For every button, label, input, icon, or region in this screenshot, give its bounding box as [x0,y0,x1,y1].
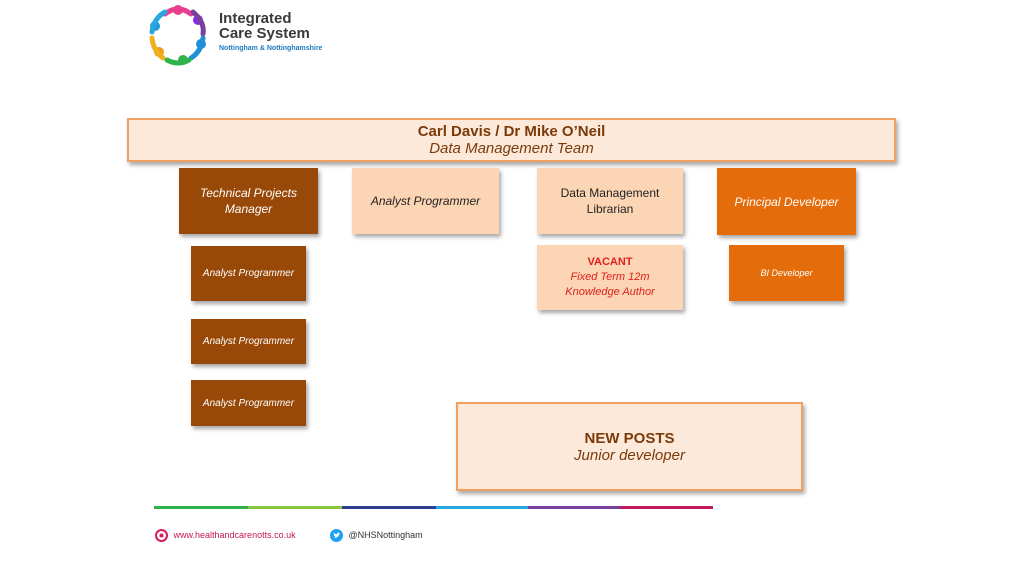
analyst-programmer-2-box: Analyst Programmer [191,319,306,364]
analyst-programmer-2-label: Analyst Programmer [202,336,295,347]
analyst-programmer-3-label: Analyst Programmer [202,397,295,409]
tpm-box: Technical Projects Manager [179,168,318,234]
footer-line-navy [342,506,436,509]
logo-line-2: Care System [219,25,310,42]
footer-line-green [154,506,248,509]
dm-librarian-box: Data Management Librarian [537,168,683,234]
ics-logo-mark-icon [149,5,206,66]
analyst-programmer-label: Analyst Programmer [370,194,481,208]
footer-twitter-text[interactable]: @NHSNottingham [348,529,423,540]
vacant-role: Knowledge Author [565,286,655,298]
new-posts-box: NEW POSTS Junior developer [456,402,803,491]
footer-twitter[interactable]: @NHSNottingham [330,529,423,542]
footer-website[interactable]: www.healthandcarenotts.co.uk [155,529,296,542]
footer-line-purple [528,506,620,509]
logo-line-3: Nottingham & Nottinghamshire [219,45,323,52]
new-posts-role: Junior developer [574,446,685,464]
head-box: Carl Davis / Dr Mike O’Neil Data Managem… [127,118,896,162]
vacant-title: VACANT [587,256,633,268]
analyst-programmer-1-box: Analyst Programmer [191,246,306,301]
web-icon [155,529,168,542]
dm-librarian-label: Data Management Librarian [560,186,660,216]
tpm-label: Technical Projects Manager [200,186,297,216]
principal-developer-box: Principal Developer [717,168,856,235]
analyst-programmer-1-label: Analyst Programmer [202,268,295,279]
analyst-programmer-box: Analyst Programmer [352,168,499,234]
footer-website-text[interactable]: www.healthandcarenotts.co.uk [173,529,296,540]
footer-line-blue [436,506,528,509]
vacant-box: VACANT Fixed Term 12m Knowledge Author [537,245,683,310]
logo-line-1: Integrated [219,10,292,27]
twitter-icon [330,529,343,542]
footer-line-magenta [620,506,713,509]
new-posts-heading: NEW POSTS [584,429,675,447]
bi-developer-label: BI Developer [760,268,813,278]
footer-line-lime [248,506,342,509]
vacant-term: Fixed Term 12m [570,271,650,283]
principal-developer-label: Principal Developer [734,194,839,209]
bi-developer-box: BI Developer [729,245,844,301]
head-team: Data Management Team [429,140,594,157]
head-name: Carl Davis / Dr Mike O’Neil [417,123,606,140]
ics-logo-text: Integrated Care System Nottingham & Nott… [219,11,322,52]
analyst-programmer-3-box: Analyst Programmer [191,380,306,426]
